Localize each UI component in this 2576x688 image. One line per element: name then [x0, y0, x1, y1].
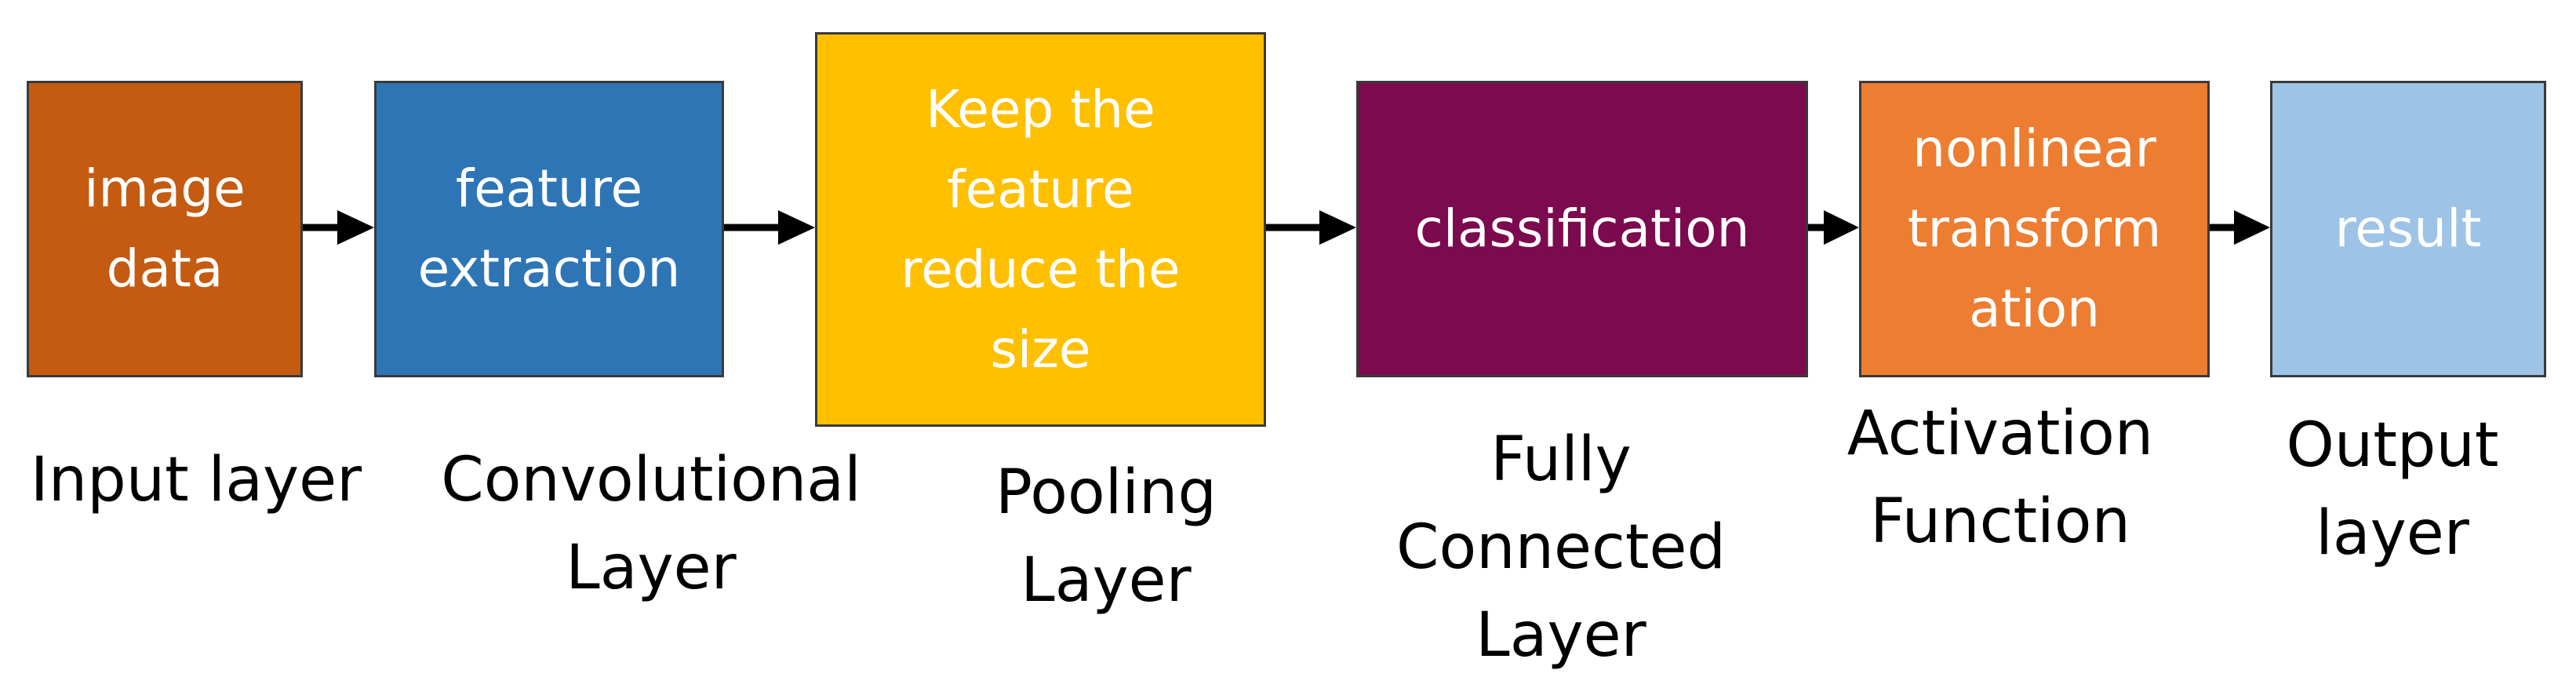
input-layer-caption: Input layer	[30, 445, 362, 515]
classification-block: classification	[1356, 81, 1808, 377]
arrow-conv-to-pool	[724, 210, 815, 245]
arrow-pool-to-fc	[1266, 210, 1356, 245]
nonlinear-transformation-block: nonlinear transform ation	[1859, 81, 2210, 377]
pooling-block: Keep the feature reduce the size	[815, 32, 1266, 427]
feature-extraction-block: feature extraction	[374, 81, 724, 377]
feature-extraction-block-text: feature extraction	[417, 158, 681, 299]
convolutional-layer-caption: Convolutional Layer	[441, 445, 861, 603]
output-layer-caption: Output layer	[2286, 410, 2499, 569]
activation-function-caption: Activation Function	[1846, 399, 2154, 557]
pooling-block-text: Keep the feature reduce the size	[901, 78, 1181, 380]
input-data-block: image data	[27, 81, 303, 377]
arrow-fc-to-activation	[1808, 210, 1859, 245]
arrow-input-to-conv	[303, 210, 374, 245]
classification-block-text: classification	[1414, 198, 1750, 259]
input-data-block-text: image data	[84, 158, 246, 299]
result-block-text: result	[2334, 198, 2482, 259]
result-block: result	[2270, 81, 2546, 377]
nonlinear-transformation-block-text: nonlinear transform ation	[1907, 118, 2162, 339]
pooling-layer-caption: Pooling Layer	[995, 457, 1217, 616]
arrow-activation-to-output	[2210, 210, 2270, 245]
fully-connected-layer-caption: Fully Connected Layer	[1395, 424, 1726, 671]
